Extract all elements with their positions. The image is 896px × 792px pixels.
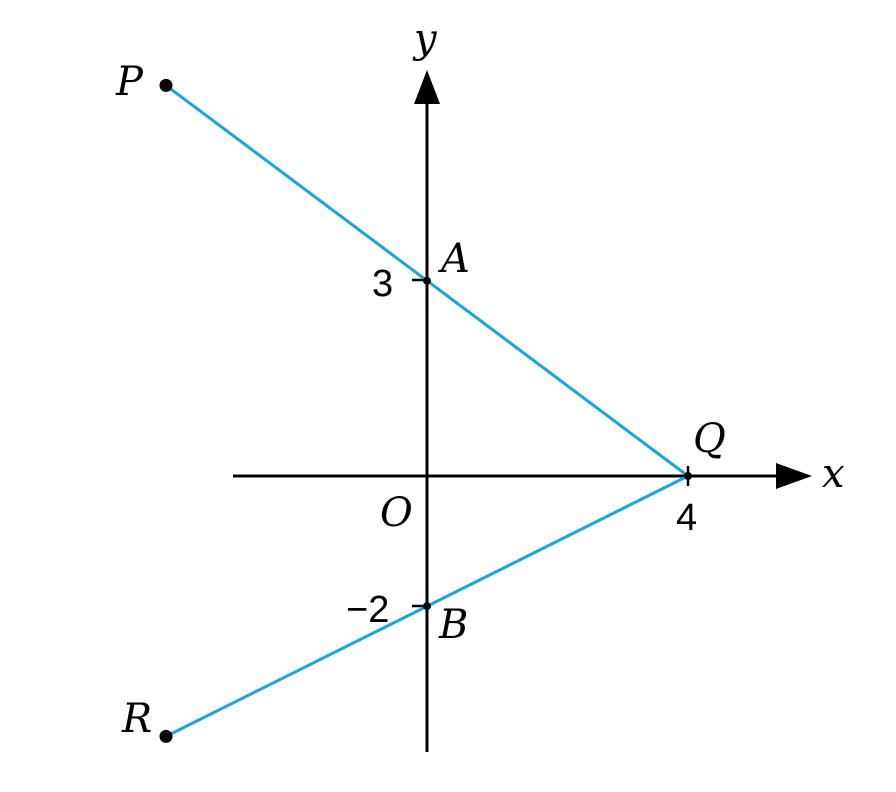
x-tick-label-4: 4 [676, 497, 697, 539]
point-label-r: R [121, 696, 152, 742]
x-axis-label: x [822, 451, 845, 497]
point-label-p: P [115, 59, 144, 105]
point-label-q: Q [693, 416, 726, 462]
point-marker-a [423, 276, 431, 285]
point-marker-p [159, 78, 173, 92]
y-tick-label-neg2: −2 [346, 589, 389, 631]
point-marker-b [423, 602, 431, 611]
point-marker-r [159, 729, 173, 743]
origin-label: O [380, 490, 413, 536]
point-marker-q [684, 472, 692, 480]
y-axis-arrow-icon [414, 70, 440, 104]
y-axis-label: y [412, 16, 438, 62]
x-axis-arrow-icon [776, 463, 812, 489]
point-label-b: B [438, 602, 468, 648]
y-tick-label-3: 3 [372, 263, 393, 305]
point-label-a: A [437, 236, 470, 282]
